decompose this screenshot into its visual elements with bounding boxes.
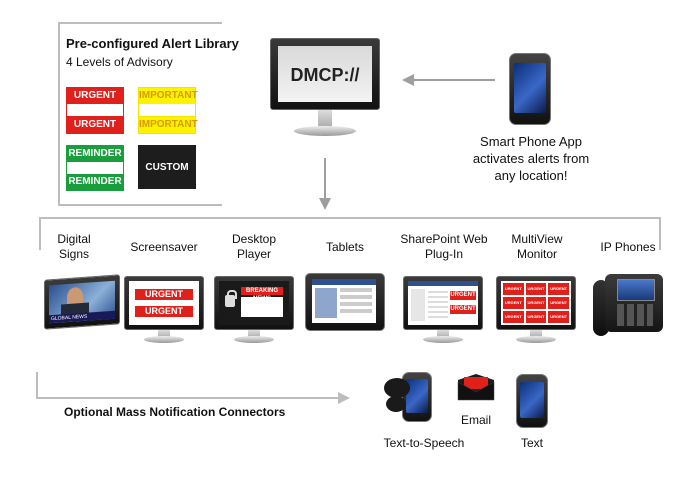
urgent-card-2: URGENT bbox=[66, 116, 124, 134]
multiview-monitor-icon: URGENT URGENT URGENT URGENT URGENT URGEN… bbox=[496, 276, 576, 348]
desktop-player-monitor-icon: BREAKING NEWS bbox=[214, 276, 294, 348]
down-arrow-head bbox=[319, 198, 331, 210]
email-envelope-icon bbox=[456, 372, 496, 402]
library-title: Pre-configured Alert Library bbox=[66, 36, 239, 51]
multiview-urgent: URGENT bbox=[525, 311, 547, 323]
urgent-label: URGENT bbox=[67, 88, 123, 104]
connector-arrow-head bbox=[338, 392, 350, 404]
connector-label-text: Text bbox=[520, 436, 543, 450]
multiview-urgent: URGENT bbox=[525, 283, 547, 295]
important-label: IMPORTANT bbox=[139, 88, 198, 104]
digital-sign-icon: GLOBAL NEWS bbox=[44, 274, 120, 335]
multiview-urgent: URGENT bbox=[525, 297, 547, 309]
screensaver-urgent-2: URGENT bbox=[135, 306, 193, 317]
multiview-urgent: URGENT bbox=[503, 311, 524, 323]
multiview-urgent: URGENT bbox=[548, 311, 569, 323]
endpoint-label-multiview: MultiView Monitor bbox=[511, 232, 563, 261]
phone-arrow-head bbox=[402, 74, 414, 86]
screensaver-monitor-icon: URGENT URGENT bbox=[124, 276, 204, 348]
endpoint-label-screensaver: Screensaver bbox=[130, 240, 198, 254]
tablet-icon bbox=[305, 273, 385, 331]
sharepoint-urgent-1: URGENT bbox=[450, 291, 476, 300]
ip-phone-icon bbox=[593, 270, 665, 336]
screensaver-urgent-1: URGENT bbox=[135, 289, 193, 300]
endpoint-label-sharepoint: SharePoint Web Plug-In bbox=[400, 232, 488, 261]
multiview-urgent: URGENT bbox=[548, 283, 569, 295]
alert-library-frame bbox=[58, 22, 222, 206]
important-label-2: IMPORTANT bbox=[139, 117, 198, 133]
multiview-urgent: URGENT bbox=[503, 283, 524, 295]
desktop-breaking: BREAKING NEWS bbox=[241, 287, 283, 302]
multiview-urgent: URGENT bbox=[503, 297, 524, 309]
smartphone-caption: Smart Phone App activates alerts from an… bbox=[472, 134, 590, 183]
reminder-label-2: REMINDER bbox=[67, 174, 123, 190]
library-subtitle: 4 Levels of Advisory bbox=[66, 55, 173, 69]
multiview-urgent: URGENT bbox=[548, 297, 569, 309]
reminder-label: REMINDER bbox=[67, 146, 123, 162]
connector-label-tts: Text-to-Speech bbox=[383, 436, 465, 450]
connectors-label: Optional Mass Notification Connectors bbox=[64, 405, 286, 419]
custom-card: CUSTOM bbox=[138, 145, 196, 189]
connector-label-email: Email bbox=[460, 413, 491, 427]
dmcp-text: DMCP:// bbox=[290, 65, 360, 85]
endpoint-label-ip-phones: IP Phones bbox=[600, 240, 656, 254]
text-phone-icon bbox=[516, 374, 548, 428]
sharepoint-monitor-icon: URGENT URGENT bbox=[403, 276, 483, 348]
endpoint-label-digital-signs: Digital Signs bbox=[57, 232, 91, 261]
endpoint-label-desktop-player: Desktop Player bbox=[231, 232, 277, 261]
text-to-speech-icon bbox=[384, 372, 434, 422]
urgent-label-2: URGENT bbox=[67, 117, 123, 133]
smartphone-icon bbox=[509, 53, 551, 125]
dmcp-monitor: DMCP:// bbox=[270, 38, 380, 150]
reminder-card: REMINDER REMINDER bbox=[66, 145, 124, 191]
important-card-2: IMPORTANT bbox=[138, 116, 198, 134]
sharepoint-urgent-2: URGENT bbox=[450, 305, 476, 314]
endpoint-label-tablets: Tablets bbox=[325, 240, 365, 254]
